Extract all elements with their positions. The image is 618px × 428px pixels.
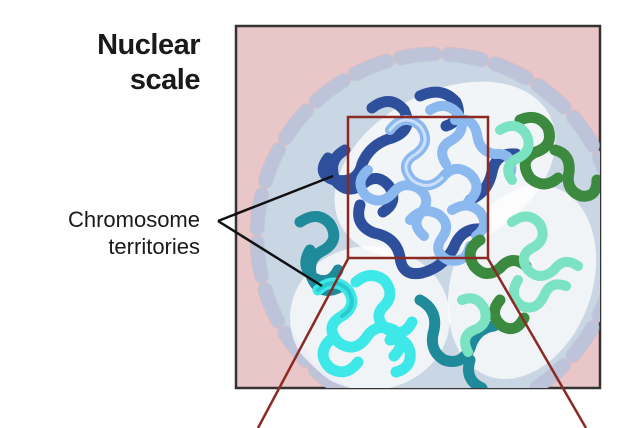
pointer-line-upper bbox=[217, 174, 334, 223]
title-line-1: Nuclear bbox=[97, 29, 200, 61]
nuclear-envelope bbox=[250, 47, 600, 388]
zoom-line-right bbox=[485, 256, 588, 428]
chromatin-fiber-mint bbox=[457, 120, 583, 357]
chromosome-territories-label: Chromosome territories bbox=[68, 206, 200, 260]
label-line-2: territories bbox=[108, 234, 200, 259]
zoom-region-box bbox=[346, 115, 490, 260]
title-line-2: scale bbox=[129, 64, 201, 96]
chromatin-fiber-cyan bbox=[312, 270, 418, 378]
chromatin-fiber-green bbox=[464, 111, 600, 335]
label-line-1: Chromosome bbox=[67, 207, 200, 232]
pointer-line-lower bbox=[217, 219, 323, 288]
zoom-line-left bbox=[256, 256, 351, 428]
chromatin-fiber-teal bbox=[294, 211, 500, 388]
panel-title: Nuclear scale bbox=[97, 28, 200, 98]
